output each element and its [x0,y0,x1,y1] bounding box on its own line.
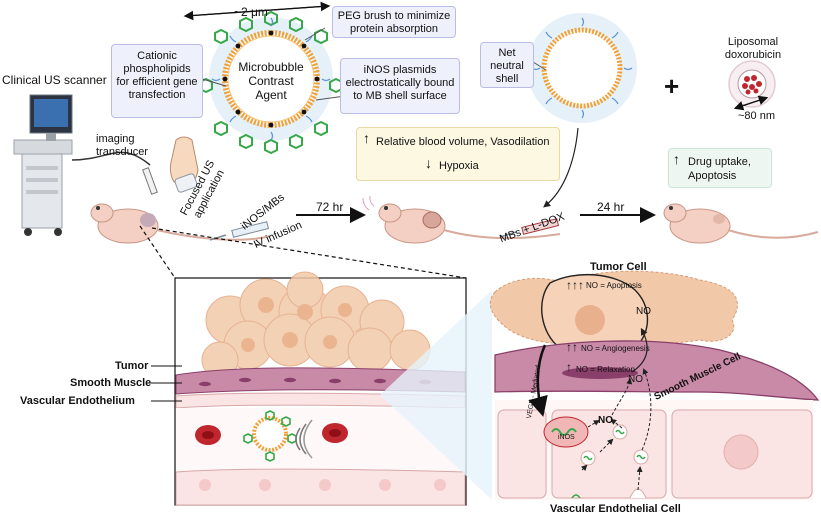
liposome-graphic [728,60,776,108]
vascular-endothelium-label: Vascular Endothelium [20,395,135,407]
microbubble-graphic [199,10,343,155]
up-arrow-2: ↑ [673,151,680,167]
transducer-label: imaging transducer [96,133,148,158]
effects-box [356,127,560,181]
hand-graphic [169,136,199,193]
syringe-2 [499,218,560,238]
drug-uptake-box [668,148,772,188]
hr72-label: 72 hr [316,200,344,214]
no-label-2: NO [628,374,643,385]
mechanism-panel [489,270,820,500]
liposomal-label: Liposomal doxorubicin [724,36,782,61]
down-arrow: ↓ [425,155,432,171]
no-label-1: NO [636,306,651,317]
vascular-endothelial-cell-label: Vascular Endothelial Cell [550,503,681,515]
no-apoptosis-label: NO = Apoptosis [586,281,642,290]
inos-plasmids-label: iNOS plasmids electrostatically bound to… [340,58,460,114]
blood-volume-label: Relative blood volume, Vasodilation [376,136,550,148]
no-label-3: NO [598,415,613,426]
hr24-label: 24 hr [597,200,625,214]
scanner-label: Clinical US scanner [2,73,107,87]
inos-label: iNOS [558,434,575,441]
mb-agent-label: Microbubble Contrast Agent [238,60,304,102]
peg-brush-label: PEG brush to minimize protein absorption [332,6,456,38]
us-scanner-graphic [13,94,158,236]
single-up-arrow: ↑ [566,360,572,374]
cationic-label: Cationic phospholipids for efficient gen… [111,44,203,118]
syringe-1 [209,221,270,241]
net-neutral-label: Net neutral shell [480,42,534,88]
nm80-label: ~80 nm [738,110,775,122]
smooth-muscle-label: Smooth Muscle [70,377,152,389]
tumor-cell-label: Tumor Cell [590,261,647,273]
neutral-shell-bubble [527,13,637,123]
size-label: ~2 μm [234,5,268,19]
tumor-label: Tumor [115,360,149,372]
triple-up-arrow: ↑↑↑ [566,278,584,292]
no-relaxation-label: NO = Relaxation [576,365,635,374]
apoptosis-label: Apoptosis [688,170,737,182]
mouse-3 [663,203,819,244]
plus-sign: + [664,71,680,101]
mouse-2 [362,195,561,244]
zoom-cone [380,290,492,500]
hypoxia-label: Hypoxia [439,160,479,172]
no-angiogenesis-label: NO = Angiogenesis [581,344,650,353]
double-up-arrow: ↑↑ [566,340,578,354]
up-arrow-1: ↑ [363,130,370,146]
drug-uptake-label: Drug uptake, [688,156,751,168]
